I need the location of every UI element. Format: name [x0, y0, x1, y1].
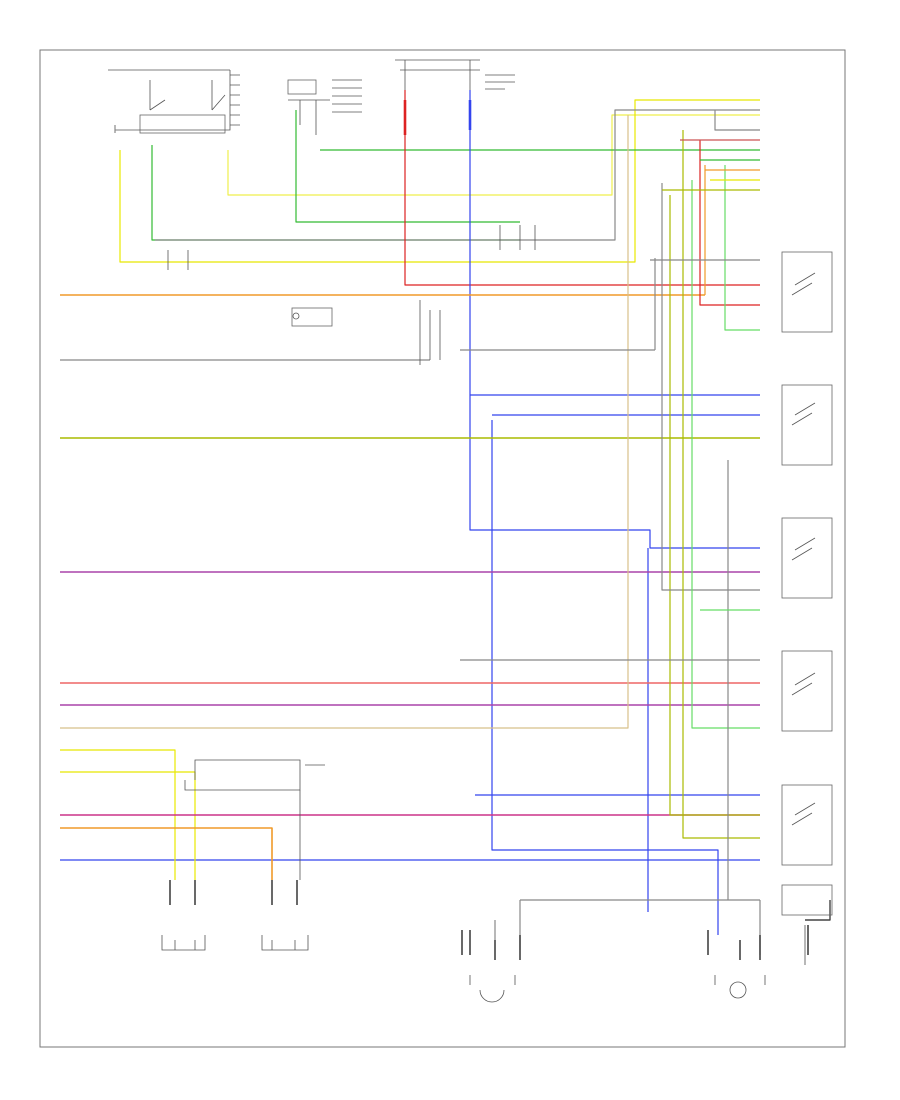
- wire-tan-1: [60, 115, 629, 729]
- wire-bottom-r2: [805, 900, 831, 921]
- diagram-frame: [39, 49, 846, 1048]
- sensor-bottom-1: [161, 880, 206, 951]
- sensor-bottom-3: [461, 930, 521, 1003]
- wire-vert-green: [724, 165, 760, 331]
- switch-group-right: [781, 251, 833, 916]
- wire-bottom-r: [759, 900, 806, 965]
- relay-mid: [167, 225, 536, 365]
- wire-gray-top: [155, 109, 760, 241]
- wire-vert-olive2: [682, 130, 760, 839]
- sensor-bottom-4: [707, 925, 809, 999]
- wire-vert-green2: [691, 180, 760, 729]
- wire-vert-olive: [669, 195, 760, 816]
- wire-vert-gray: [661, 183, 760, 591]
- switch-box-2: [781, 384, 833, 466]
- wire-orange-2: [60, 827, 273, 880]
- wire-blue-3: [491, 420, 719, 935]
- switch-box-6: [781, 884, 833, 916]
- wire-yellow-2: [227, 114, 760, 196]
- wire-blue-top: [469, 90, 760, 549]
- sensor-bottom-2: [261, 880, 309, 951]
- switch-box-3: [781, 517, 833, 599]
- wire-group: [60, 90, 831, 965]
- relay-bottom-left: [184, 759, 325, 880]
- wire-green-top: [151, 145, 520, 241]
- fuse-block-top: [395, 59, 515, 105]
- wire-vert-red: [699, 140, 760, 306]
- wire-yellow-top: [119, 99, 760, 263]
- wire-yellow-3: [60, 749, 176, 880]
- top-center-switch: [287, 79, 362, 135]
- switch-box-4: [781, 650, 833, 732]
- wire-green-center: [295, 110, 520, 223]
- wire-red-top: [404, 90, 760, 286]
- wire-vert-gray2: [714, 110, 760, 131]
- switch-box-1: [781, 251, 833, 333]
- switch-box-5: [781, 784, 833, 866]
- top-left-relay: [108, 69, 240, 134]
